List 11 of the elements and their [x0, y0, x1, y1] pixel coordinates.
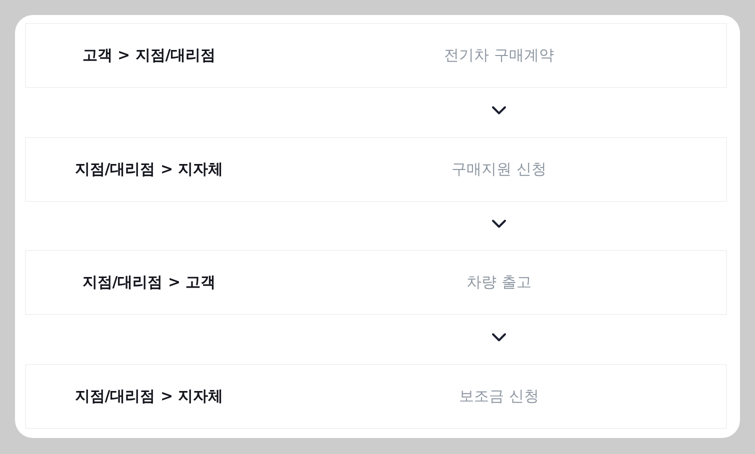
chevron-arrow	[492, 220, 506, 228]
route-label: 지점/대리점 > 지자체	[74, 160, 224, 178]
chevron-arrow	[492, 333, 506, 342]
step-label: 보조금 신청	[459, 386, 539, 406]
route-label: 지점/대리점 > 지자체	[74, 386, 224, 406]
route-label: 지점/대리점 > 고객	[82, 273, 216, 292]
route-label: 고객 > 지점/대리점	[82, 46, 216, 65]
step-label: 구매지원 신청	[452, 160, 546, 178]
chevron-arrow	[492, 106, 506, 114]
step-label: 전기차 구매계약	[444, 46, 554, 65]
step-label: 차량 출고	[466, 273, 532, 292]
